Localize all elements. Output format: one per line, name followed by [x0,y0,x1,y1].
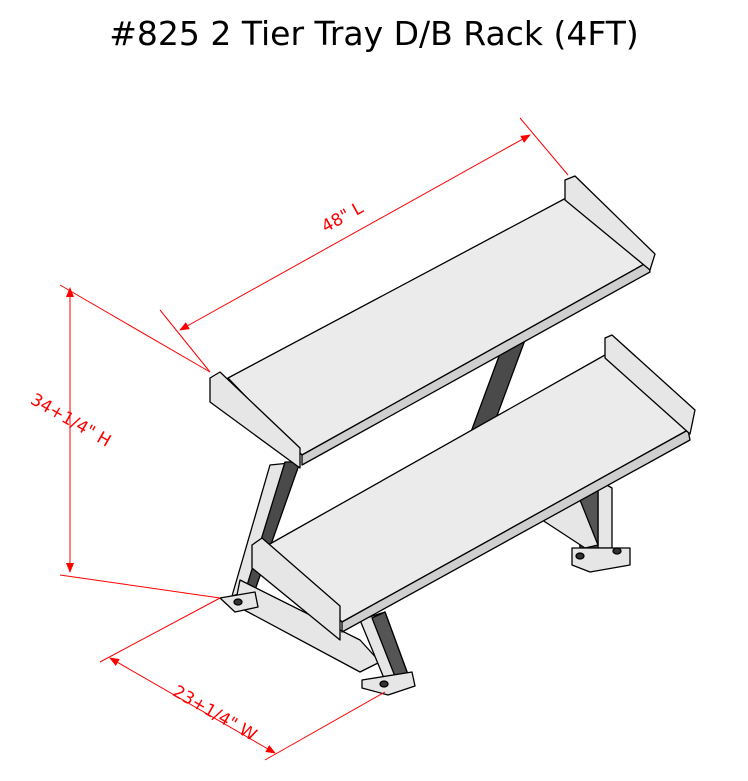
lower-tray [251,334,696,641]
height-dimension [59,284,221,599]
length-dimension [159,117,569,373]
width-label: 23+1/4" W [169,682,260,746]
width-dimension [99,597,386,761]
length-label: 48" L [318,198,367,237]
top-tray-left-endplate [209,371,301,469]
rear-leg [467,339,631,573]
lower-tray-left-endplate [251,537,341,641]
lower-tray-right-endplate [604,334,696,435]
top-tray-right-endplate [564,175,656,271]
drawing-title: #825 2 Tier Tray D/B Rack (4FT) [109,14,639,53]
